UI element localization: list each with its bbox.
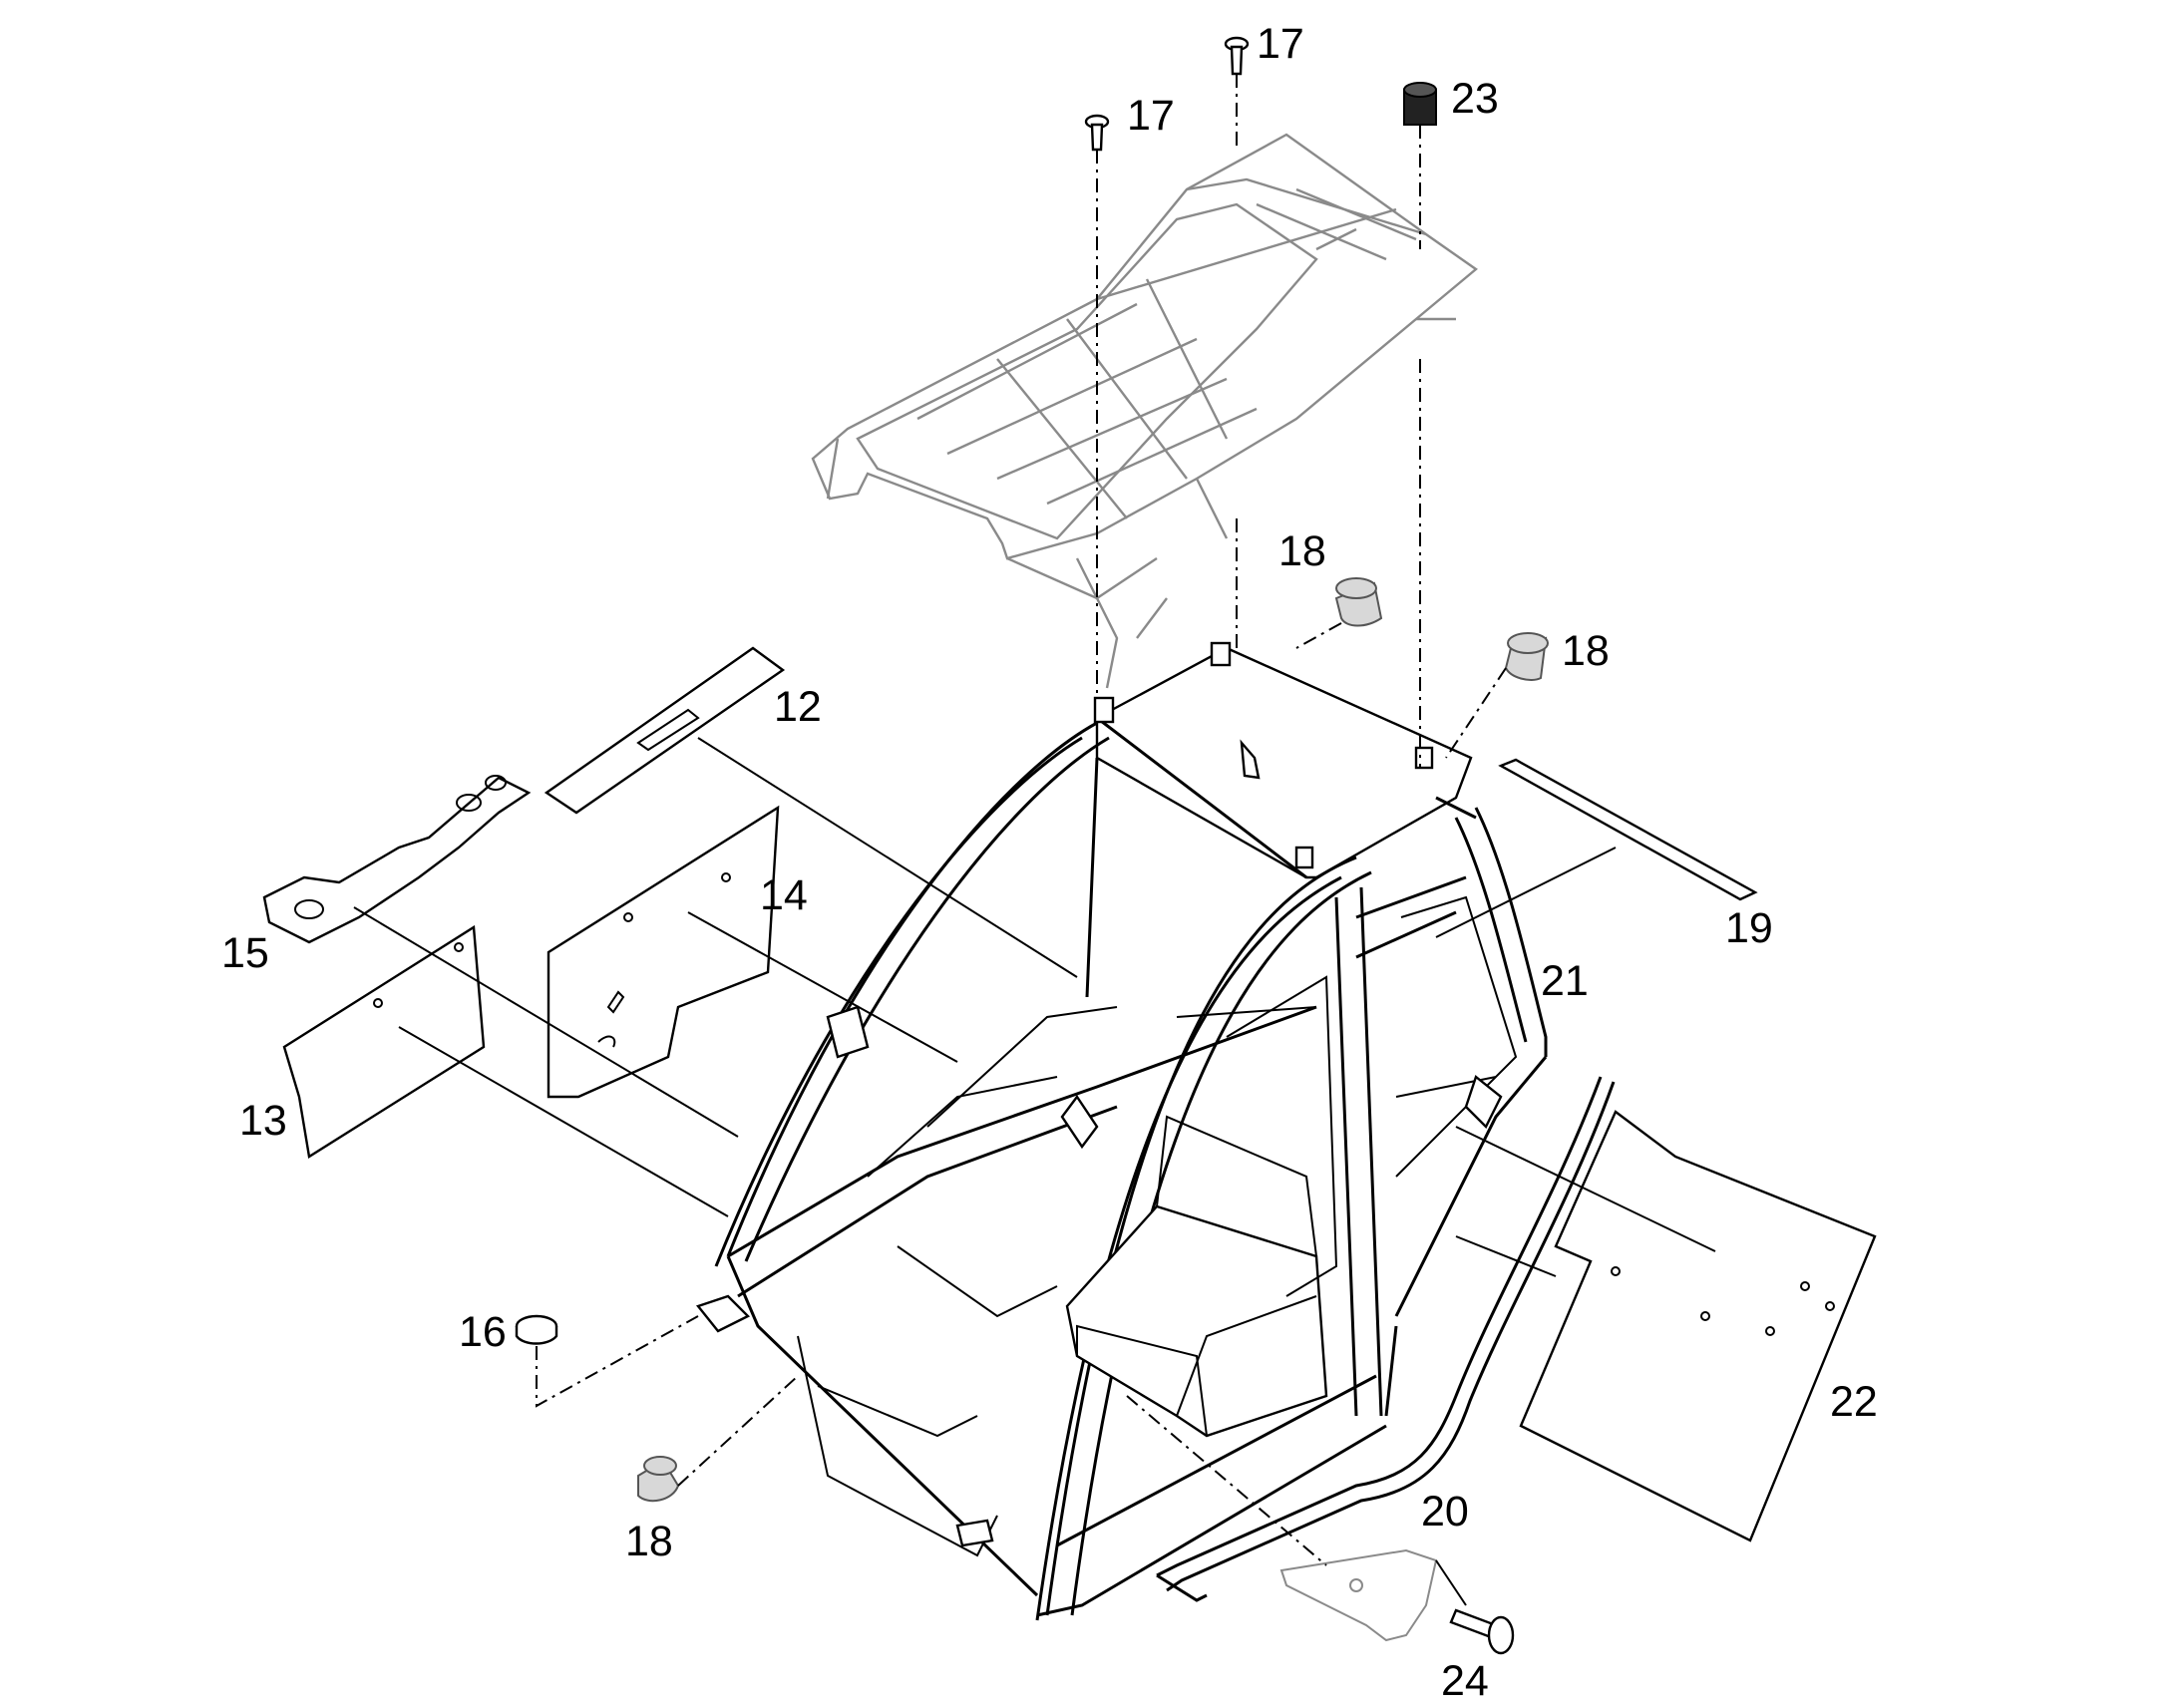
cap-23 xyxy=(1403,82,1437,126)
callout-12: 12 xyxy=(774,683,822,731)
callout-23: 23 xyxy=(1451,75,1499,123)
cab-frame xyxy=(695,641,1548,1621)
callout-15: 15 xyxy=(221,929,269,977)
callout-19: 19 xyxy=(1725,904,1773,952)
callout-18-bottom: 18 xyxy=(625,1518,673,1565)
insulation-panel-12 xyxy=(544,646,786,815)
screw-17-left xyxy=(1084,114,1110,152)
callout-18-right: 18 xyxy=(1562,627,1610,675)
callout-22: 22 xyxy=(1830,1378,1878,1426)
callout-17-left: 17 xyxy=(1127,92,1175,140)
bolt-24 xyxy=(1449,1608,1515,1655)
leader-lines xyxy=(353,74,1716,1606)
insulation-panel-14 xyxy=(546,805,780,1099)
bumper-18-right xyxy=(1504,632,1549,681)
insulation-panel-22 xyxy=(1519,1110,1877,1542)
callout-20: 20 xyxy=(1421,1488,1469,1536)
rubber-seal xyxy=(1156,1076,1616,1602)
callout-14: 14 xyxy=(760,871,808,919)
callouts: 12 13 14 15 16 17 17 18 18 18 19 20 21 2… xyxy=(221,20,1878,1705)
insulation-strip-19 xyxy=(1498,758,1758,901)
callout-16: 16 xyxy=(459,1308,507,1356)
bumper-18-bottom xyxy=(637,1456,680,1503)
plug-16 xyxy=(515,1314,558,1345)
insulation-panel-15 xyxy=(262,775,532,944)
bracket-24 xyxy=(1279,1548,1438,1642)
callout-18-top: 18 xyxy=(1278,527,1326,575)
callout-24: 24 xyxy=(1441,1657,1489,1705)
screw-17-right xyxy=(1224,36,1250,76)
insulation-panel-13 xyxy=(282,924,486,1159)
callout-13: 13 xyxy=(239,1097,287,1145)
bumper-18-top xyxy=(1334,577,1383,627)
callout-21: 21 xyxy=(1541,957,1589,1005)
roof-panel xyxy=(811,133,1478,689)
callout-17-right: 17 xyxy=(1257,20,1304,68)
